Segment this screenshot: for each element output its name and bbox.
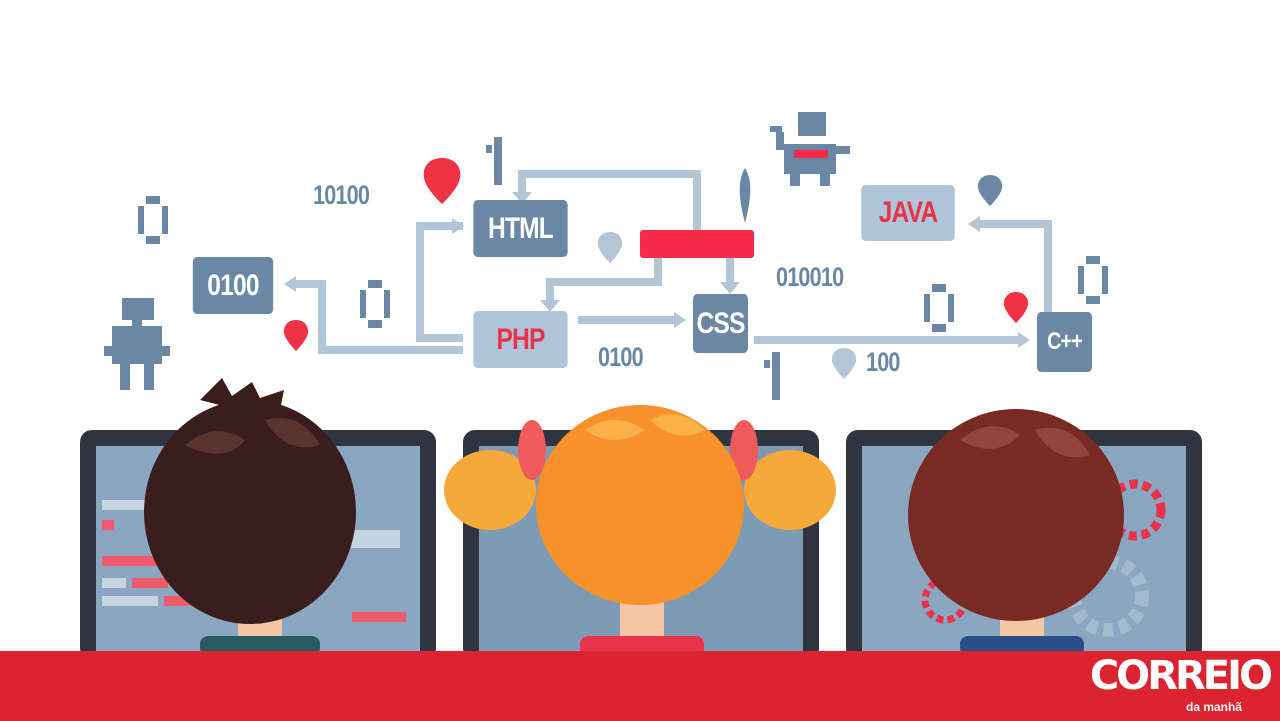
gear-icon xyxy=(1067,555,1149,637)
binary-label: 010010 xyxy=(776,262,844,292)
robot-right-icon xyxy=(770,112,850,186)
node-html: HTML xyxy=(473,200,568,257)
node-css: CSS xyxy=(693,294,748,353)
drop-icon xyxy=(977,175,1003,206)
correio-logo[interactable]: CORREIO da manhã xyxy=(1089,652,1273,715)
drop-icon xyxy=(283,320,309,351)
node-php: PHP xyxy=(473,311,568,368)
binary-label: 10100 xyxy=(313,180,370,210)
node-cpp: C++ xyxy=(1037,312,1092,372)
drop-icon xyxy=(597,232,623,263)
logo-main: CORREIO xyxy=(1089,653,1273,699)
footer-band xyxy=(0,651,1280,721)
red-bar xyxy=(640,230,754,258)
drop-icon xyxy=(1003,292,1029,323)
binary-label: 0100 xyxy=(598,342,644,372)
robot-left-icon xyxy=(104,298,170,390)
child-left xyxy=(144,378,356,656)
node-binary: 0100 xyxy=(192,257,274,314)
node-java: JAVA xyxy=(861,185,955,241)
logo-sub: da manhã xyxy=(1185,700,1242,714)
pixel-digits xyxy=(138,137,1108,400)
drop-icon xyxy=(739,168,751,223)
binary-label: 100 xyxy=(866,347,900,377)
drop-icon xyxy=(423,158,461,204)
drop-icon xyxy=(831,348,857,379)
